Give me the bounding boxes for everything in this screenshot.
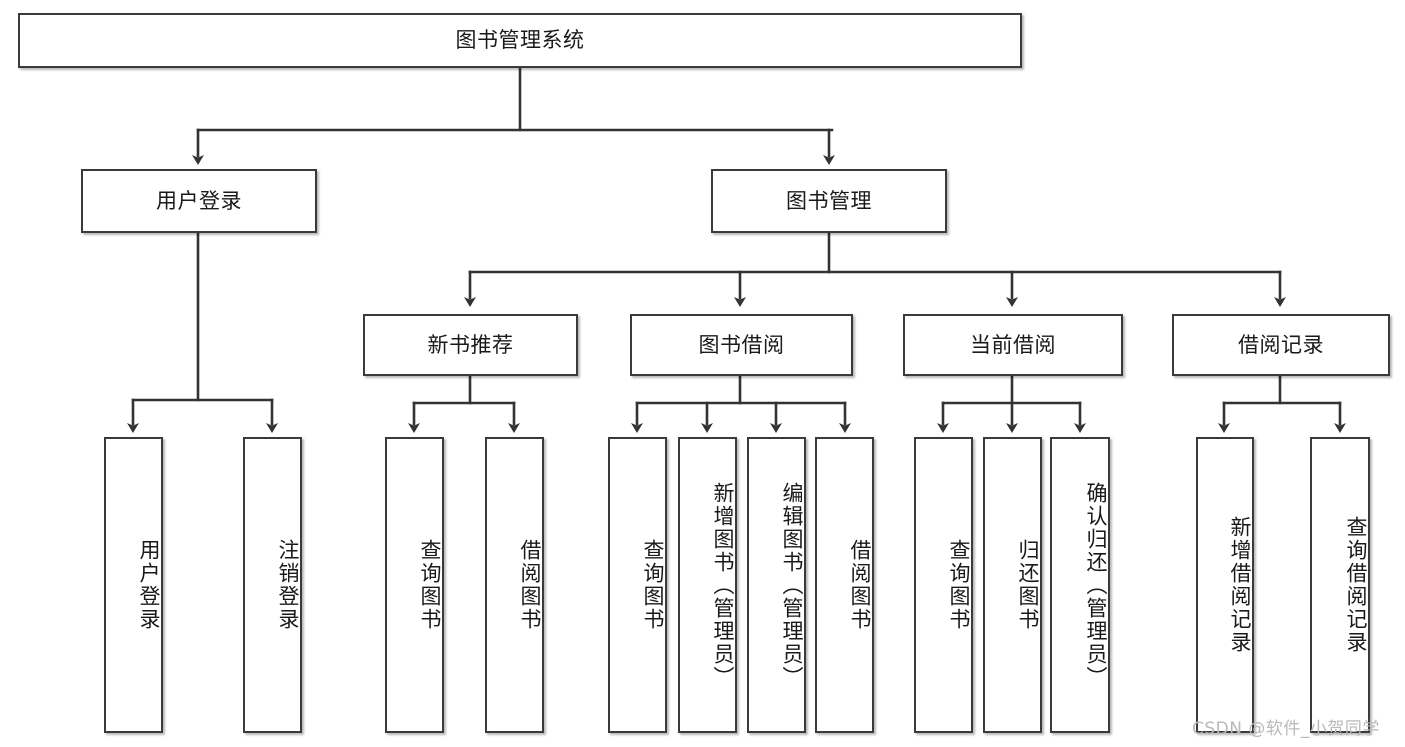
node-leaf-record-query-label: 查询借阅记录 [1344,516,1368,654]
node-user-login[interactable]: 用户登录 [81,169,317,233]
node-root-label: 图书管理系统 [455,28,585,53]
watermark-text: CSDN @软件_小贺同学 [1192,719,1380,739]
node-book-management-label: 图书管理 [786,188,872,213]
node-leaf-borrow-lend-book[interactable]: 借阅图书 [815,437,874,733]
node-leaf-user-logout[interactable]: 注销登录 [243,437,302,733]
node-user-login-label: 用户登录 [156,188,242,213]
node-leaf-borrow-edit-book-label: 编辑图书（管理员） [780,481,804,689]
node-leaf-borrow-query-book[interactable]: 查询图书 [608,437,667,733]
node-leaf-borrow-add-book-label: 新增图书（管理员） [711,481,735,689]
node-borrow-records-label: 借阅记录 [1238,332,1324,357]
node-current-borrow-label: 当前借阅 [970,332,1056,357]
node-new-book-recommend-label: 新书推荐 [427,332,514,357]
node-leaf-current-return-book-label: 归还图书 [1016,539,1040,631]
node-book-borrow-label: 图书借阅 [698,332,785,357]
node-leaf-current-confirm-return-label: 确认归还（管理员） [1084,481,1108,689]
node-leaf-record-add[interactable]: 新增借阅记录 [1196,437,1254,733]
node-leaf-current-query-book[interactable]: 查询图书 [914,437,973,733]
node-leaf-new-borrow-book-label: 借阅图书 [518,539,542,631]
node-leaf-current-return-book[interactable]: 归还图书 [983,437,1042,733]
node-leaf-borrow-lend-book-label: 借阅图书 [848,539,872,631]
node-leaf-record-add-label: 新增借阅记录 [1228,516,1252,654]
node-book-management[interactable]: 图书管理 [711,169,947,233]
node-leaf-borrow-add-book[interactable]: 新增图书（管理员） [678,437,737,733]
node-leaf-new-query-book-label: 查询图书 [418,539,442,631]
node-leaf-new-query-book[interactable]: 查询图书 [385,437,444,733]
node-borrow-records[interactable]: 借阅记录 [1172,314,1390,376]
node-leaf-user-login-label: 用户登录 [137,539,161,631]
node-leaf-record-query[interactable]: 查询借阅记录 [1310,437,1370,733]
node-leaf-borrow-query-book-label: 查询图书 [641,539,665,631]
node-current-borrow[interactable]: 当前借阅 [903,314,1123,376]
node-leaf-user-logout-label: 注销登录 [276,539,300,631]
node-new-book-recommend[interactable]: 新书推荐 [363,314,578,376]
node-book-borrow[interactable]: 图书借阅 [630,314,853,376]
node-leaf-borrow-edit-book[interactable]: 编辑图书（管理员） [747,437,806,733]
node-root[interactable]: 图书管理系统 [18,13,1022,68]
node-leaf-current-confirm-return[interactable]: 确认归还（管理员） [1050,437,1110,733]
node-leaf-user-login[interactable]: 用户登录 [104,437,163,733]
node-leaf-current-query-book-label: 查询图书 [947,539,971,631]
node-leaf-new-borrow-book[interactable]: 借阅图书 [485,437,544,733]
